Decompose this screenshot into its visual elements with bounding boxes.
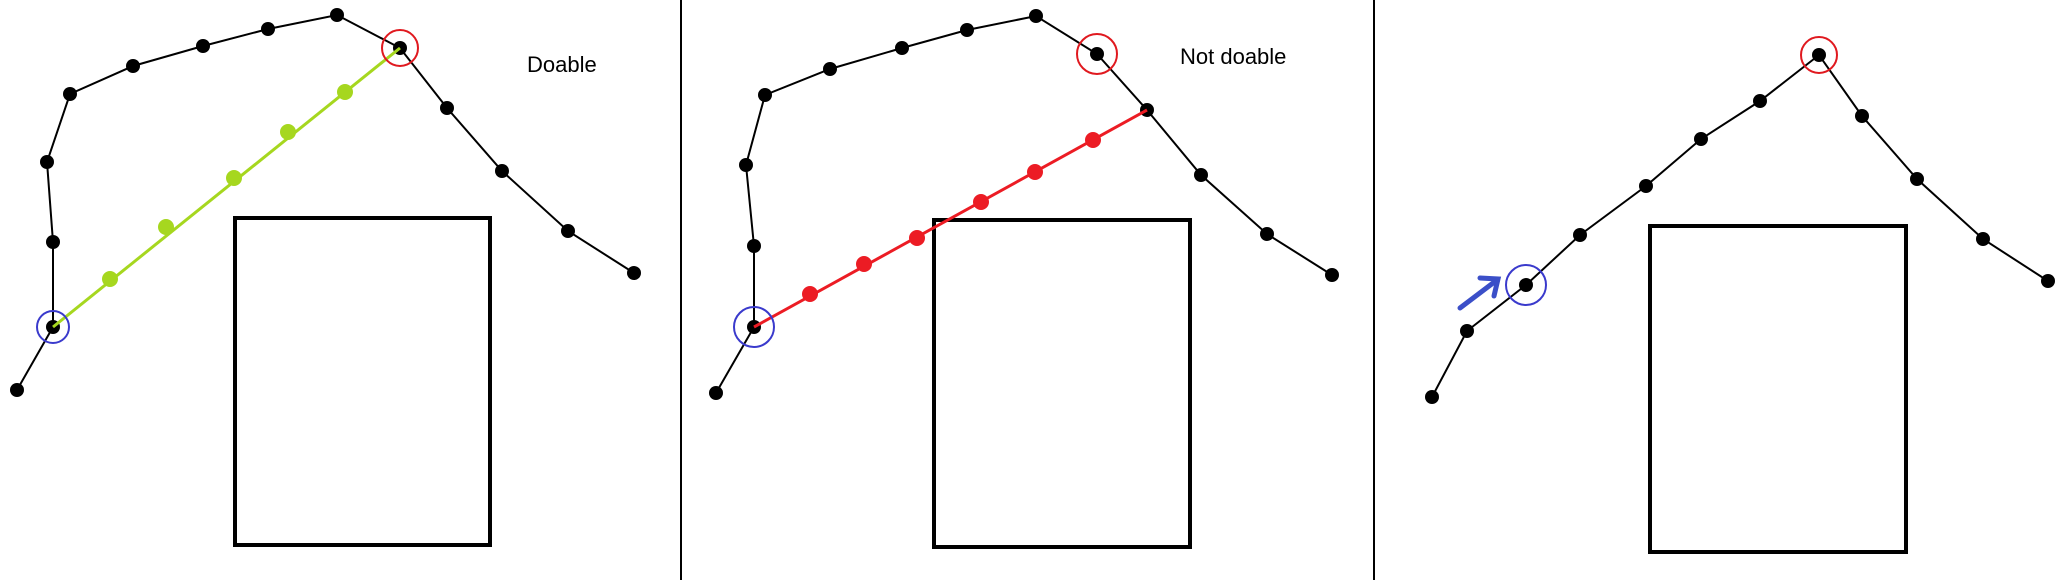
path-node	[495, 164, 509, 178]
path-node	[747, 239, 761, 253]
start-node-marker	[36, 310, 70, 344]
path-node	[126, 59, 140, 73]
shortcut-nodes-doable	[102, 84, 353, 287]
shortcut-node	[280, 124, 296, 140]
path-node	[1090, 47, 1104, 61]
path-nodes	[10, 8, 641, 397]
shortcut-nodes-blocked	[802, 132, 1101, 302]
path-node	[440, 101, 454, 115]
shortcut-node	[856, 256, 872, 272]
path-node	[561, 224, 575, 238]
path-node	[1753, 94, 1767, 108]
obstacle-box	[233, 216, 492, 547]
path-node	[40, 155, 54, 169]
shortcut-node	[1085, 132, 1101, 148]
path-node	[960, 23, 974, 37]
start-node-marker	[733, 306, 775, 348]
path-node	[1910, 172, 1924, 186]
path-node	[1460, 324, 1474, 338]
path-node	[1519, 278, 1533, 292]
shortcut-node	[909, 230, 925, 246]
shortcut-node	[1027, 164, 1043, 180]
obstacle-box	[932, 218, 1192, 549]
path-line	[16, 13, 635, 391]
path-node	[261, 22, 275, 36]
path-node	[2041, 274, 2055, 288]
path-node	[10, 383, 24, 397]
path-node	[1325, 268, 1339, 282]
shortcut-line-blocked	[753, 108, 1148, 329]
path-node	[709, 386, 723, 400]
path-node	[627, 266, 641, 280]
path-node	[823, 62, 837, 76]
end-node-marker	[1076, 33, 1118, 75]
panel-not-doable: Not doable	[709, 9, 1339, 549]
path-node	[895, 41, 909, 55]
path-line	[715, 14, 1333, 394]
path-node	[1639, 179, 1653, 193]
panel-label: Not doable	[1180, 44, 1286, 69]
path-node	[1573, 228, 1587, 242]
path-node	[1425, 390, 1439, 404]
path-node	[758, 88, 772, 102]
path-node	[63, 87, 77, 101]
path-node	[1812, 48, 1826, 62]
path-node	[196, 39, 210, 53]
path-node	[46, 235, 60, 249]
panel-result	[1425, 36, 2055, 554]
shortcut-node	[802, 286, 818, 302]
path-node	[1260, 227, 1274, 241]
path-node	[1976, 232, 1990, 246]
path-node	[739, 158, 753, 172]
end-node-marker	[381, 29, 419, 67]
shortcut-node	[158, 219, 174, 235]
path-node	[1029, 9, 1043, 23]
shortcut-node	[973, 194, 989, 210]
arrow-icon	[1457, 275, 1502, 311]
path-line	[1431, 53, 2049, 398]
panel-label: Doable	[527, 52, 597, 77]
shortcut-node	[102, 271, 118, 287]
shortcut-node	[226, 170, 242, 186]
start-node-marker	[1505, 264, 1547, 306]
path-node	[330, 8, 344, 22]
path-node	[1694, 132, 1708, 146]
obstacle-box	[1648, 224, 1908, 554]
panel-doable: Doable	[10, 8, 641, 547]
path-nodes	[1425, 48, 2055, 404]
shortcut-node	[337, 84, 353, 100]
path-node	[1855, 109, 1869, 123]
end-node-marker	[1800, 36, 1838, 74]
path-node	[1194, 168, 1208, 182]
